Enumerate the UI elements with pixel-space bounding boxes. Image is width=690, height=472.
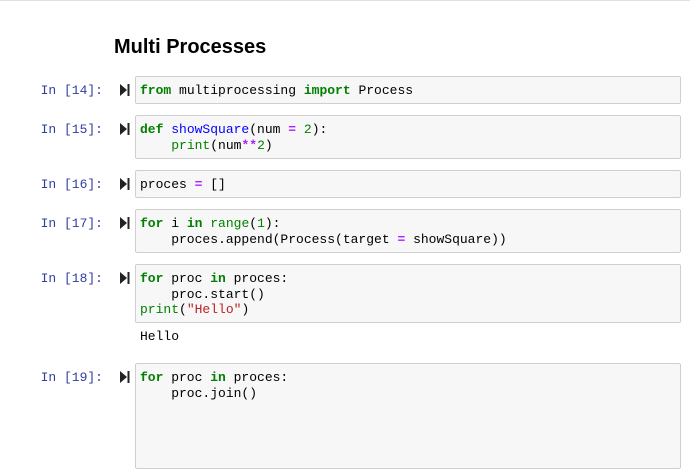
code-token: [] [202, 177, 226, 192]
run-cell-icon[interactable] [120, 84, 130, 96]
code-line: from multiprocessing import Process [140, 83, 676, 99]
code-token: in [210, 271, 226, 286]
code-token: import [303, 83, 351, 98]
cell-input[interactable]: for proc in proces: proc.join() [135, 363, 681, 469]
code-token: = [288, 122, 297, 137]
code-line: for proc in proces: [140, 370, 676, 386]
code-token: = [194, 177, 203, 192]
cell-input[interactable]: from multiprocessing import Process [135, 76, 681, 104]
code-token: ): [311, 122, 328, 137]
code-token: proces: [225, 271, 289, 286]
code-token: in [210, 370, 226, 385]
code-token: from [140, 83, 172, 98]
code-line: for i in range(1): [140, 216, 676, 232]
code-token: def [140, 122, 164, 137]
cell-input[interactable]: for i in range(1): proces.append(Process… [135, 209, 681, 253]
run-cell-icon[interactable] [120, 272, 130, 284]
code-token: ) [264, 137, 273, 153]
code-token: showSquare)) [405, 231, 507, 247]
code-token: showSquare [171, 122, 250, 137]
code-token: for [140, 271, 164, 286]
code-token: proc.start() [140, 286, 265, 302]
code-token: proces.append(Process(target [140, 231, 398, 247]
code-token: 2 [303, 122, 312, 137]
code-token: range [210, 216, 250, 231]
code-token: for [140, 216, 164, 231]
code-token: proces: [225, 370, 289, 385]
run-cell-icon[interactable] [120, 123, 130, 135]
code-token [296, 122, 304, 137]
code-line: print(num**2) [140, 138, 676, 154]
code-line: proc.start() [140, 287, 676, 303]
cell-input[interactable]: def showSquare(num = 2): print(num**2) [135, 115, 681, 159]
code-token: ** [241, 137, 258, 153]
cell-output: Hello [140, 329, 180, 344]
code-token: proc [163, 370, 211, 385]
cell-prompt: In [14]: [40, 83, 103, 98]
code-token: (num [210, 137, 242, 153]
code-line: def showSquare(num = 2): [140, 122, 676, 138]
cell-input[interactable]: for proc in proces: proc.start()print("H… [135, 264, 681, 323]
code-token: ) [241, 302, 250, 317]
code-token: proc [163, 271, 211, 286]
cell-prompt: In [16]: [40, 177, 103, 192]
top-border [0, 0, 690, 1]
code-token [140, 138, 171, 153]
notebook-heading: Multi Processes [114, 36, 267, 58]
code-token: print [140, 302, 180, 317]
code-token: proces [140, 177, 195, 192]
cell-prompt: In [17]: [40, 216, 103, 231]
cell-prompt: In [15]: [40, 122, 103, 137]
run-cell-icon[interactable] [120, 371, 130, 383]
code-token: 2 [257, 137, 265, 153]
code-token: ( [179, 302, 187, 317]
code-token: (num [249, 122, 289, 137]
code-line: proc.join() [140, 386, 676, 402]
code-line: for proc in proces: [140, 271, 676, 287]
code-token: ( [249, 216, 258, 231]
code-line: proces.append(Process(target = showSquar… [140, 232, 676, 248]
code-token: Process [350, 83, 414, 98]
code-line: proces = [] [140, 177, 676, 193]
code-token: multiprocessing [171, 83, 304, 98]
code-token: in [186, 216, 203, 231]
run-cell-icon[interactable] [120, 178, 130, 190]
code-token: ): [264, 216, 281, 231]
code-token: print [171, 137, 211, 153]
cell-prompt: In [18]: [40, 271, 103, 286]
code-token: i [163, 216, 187, 231]
code-token: for [140, 370, 164, 385]
cell-input[interactable]: proces = [] [135, 170, 681, 198]
code-token: = [397, 231, 406, 247]
code-token: proc.join() [140, 385, 258, 401]
code-line: print("Hello") [140, 302, 676, 318]
code-token: 1 [257, 216, 265, 231]
cell-prompt: In [19]: [40, 370, 103, 385]
run-cell-icon[interactable] [120, 217, 130, 229]
code-token: "Hello" [186, 302, 242, 317]
